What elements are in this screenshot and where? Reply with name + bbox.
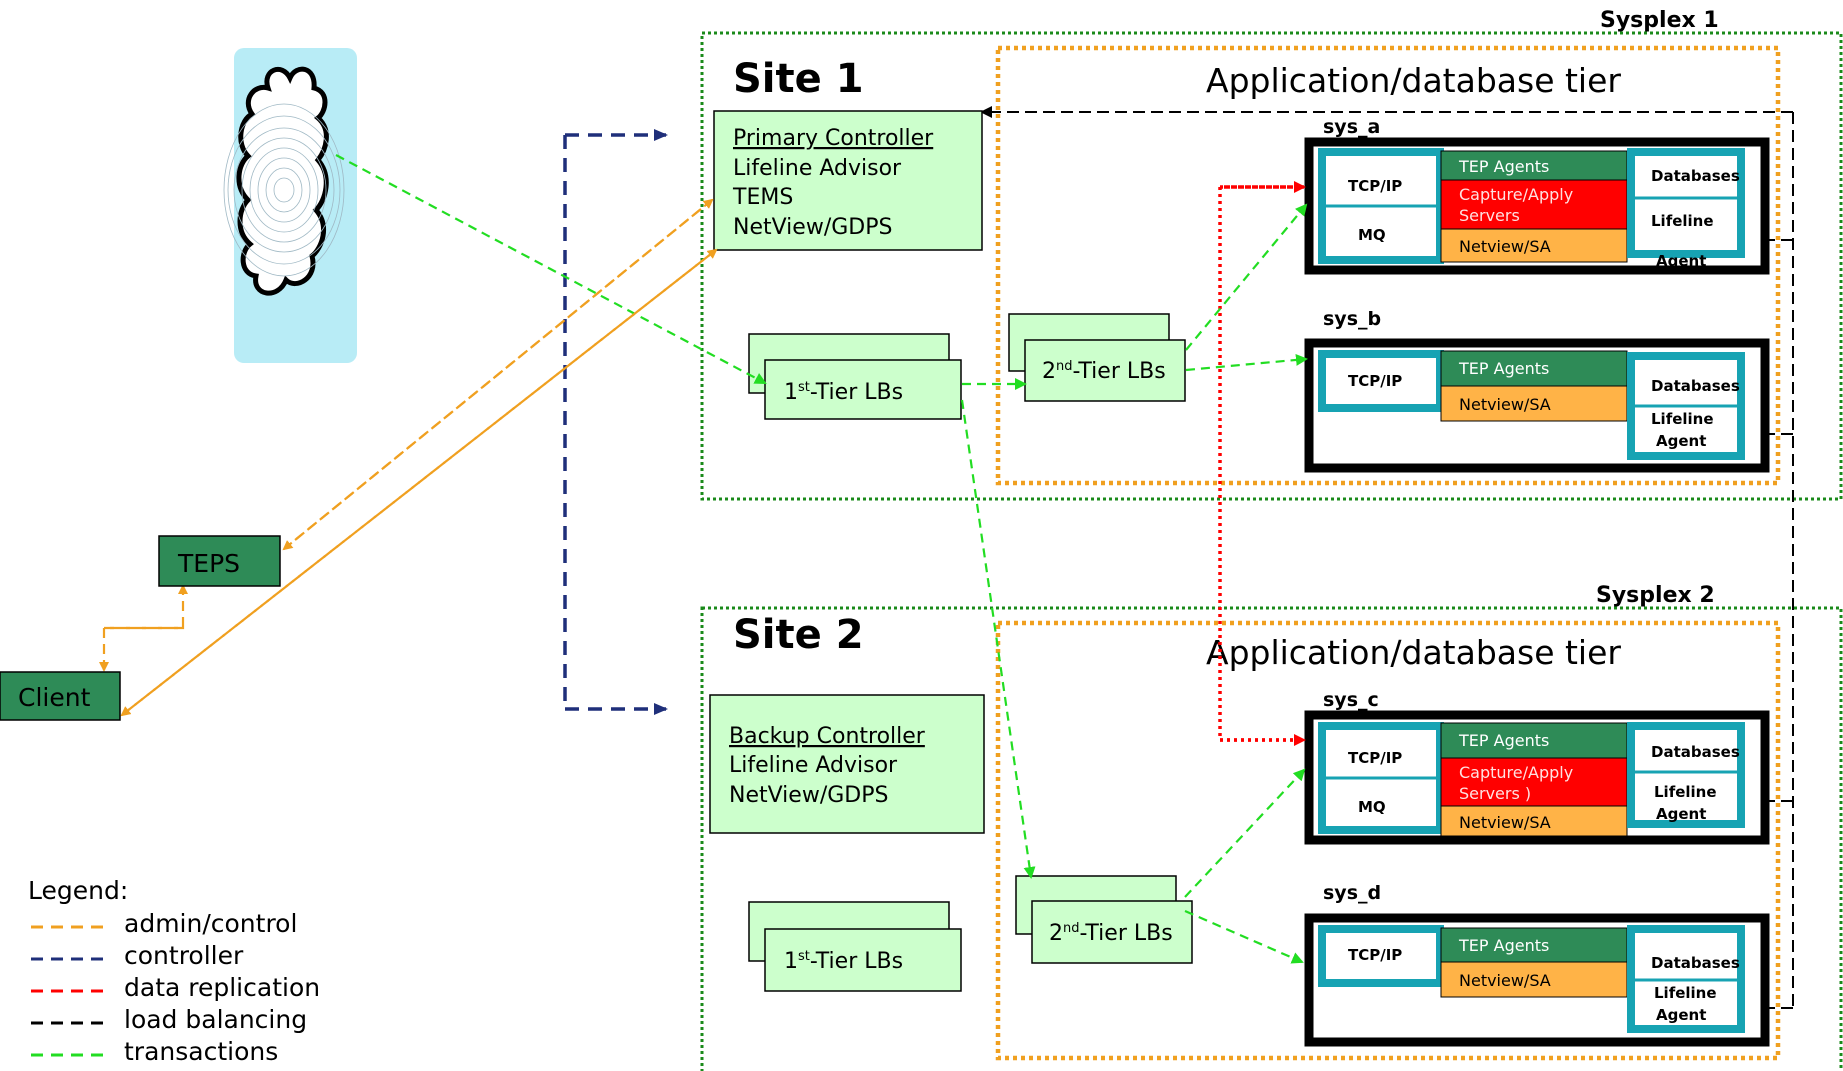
netview-sa-label: Netview/SA <box>1459 971 1551 990</box>
primary-controller-line: TEMS <box>732 185 793 210</box>
mq-label: MQ <box>1358 798 1386 816</box>
primary-controller-title: Primary Controller <box>733 126 934 151</box>
lifeline-agent-label: Lifeline <box>1654 783 1717 801</box>
legend: Legend: admin/control controller data re… <box>28 876 320 1066</box>
lifeline-agent-label: Agent <box>1656 1006 1706 1024</box>
tep-agents-label: TEP Agents <box>1458 359 1549 378</box>
tep-agents-label: TEP Agents <box>1458 936 1549 955</box>
backup-controller-line: NetView/GDPS <box>729 783 888 808</box>
app-tier-1-title: Application/database tier <box>1206 61 1621 100</box>
tep-agents-label: TEP Agents <box>1458 157 1549 176</box>
internet-cloud-icon <box>223 48 357 363</box>
system-sys-a: sys_a TCP/IP MQ TEP Agents Capture/Apply… <box>1304 116 1770 275</box>
netview-sa-label: Netview/SA <box>1459 237 1551 256</box>
netview-sa-label: Netview/SA <box>1459 395 1551 414</box>
tier2-lb-box-site2 <box>1031 900 1193 964</box>
primary-controller-line: Lifeline Advisor <box>733 156 902 181</box>
tier2-lb-label-site1: 2nd-Tier LBs <box>1042 359 1166 384</box>
teps-label: TEPS <box>177 549 240 578</box>
legend-label: load balancing <box>124 1005 307 1034</box>
system-sys-d: sys_d TCP/IP TEP Agents Netview/SA Datab… <box>1304 882 1770 1047</box>
tcpip-label: TCP/IP <box>1348 177 1402 195</box>
load-balancing-lines <box>980 106 1794 1014</box>
sysplex-1-label: Sysplex 1 <box>1600 8 1719 33</box>
admin-control-lines <box>99 198 718 717</box>
mq-label: MQ <box>1358 226 1386 244</box>
app-tier-2-title: Application/database tier <box>1206 633 1621 672</box>
site-2-title: Site 2 <box>733 612 864 658</box>
legend-label: data replication <box>124 973 320 1002</box>
sysplex-2-label: Sysplex 2 <box>1596 583 1715 608</box>
lifeline-agent-label: Lifeline <box>1651 212 1714 230</box>
databases-label: Databases <box>1651 954 1740 972</box>
tier1-lb-box-site1 <box>764 359 962 420</box>
databases-label: Databases <box>1651 167 1740 185</box>
lifeline-agent-label: Agent <box>1656 805 1706 823</box>
backup-controller-box <box>709 694 985 834</box>
tier2-lb-label-site2: 2nd-Tier LBs <box>1049 921 1173 946</box>
netview-sa-label: Netview/SA <box>1459 813 1551 832</box>
system-label: sys_b <box>1323 308 1381 330</box>
legend-label: controller <box>124 941 244 970</box>
lifeline-agent-label: Lifeline <box>1654 984 1717 1002</box>
transaction-lines <box>335 154 1308 964</box>
tcpip-label: TCP/IP <box>1348 372 1402 390</box>
client-label: Client <box>18 683 91 712</box>
sysplex-1-boundary <box>700 31 1843 501</box>
system-label: sys_d <box>1323 882 1381 904</box>
site-1-title: Site 1 <box>733 56 864 102</box>
legend-label: admin/control <box>124 909 297 938</box>
legend-title: Legend: <box>28 876 128 905</box>
tep-agents-label: TEP Agents <box>1458 731 1549 750</box>
primary-controller-box <box>713 110 983 251</box>
capture-apply-label: Capture/Apply <box>1459 763 1573 782</box>
databases-label: Databases <box>1651 743 1740 761</box>
tier1-lb-label-site1: 1st-Tier LBs <box>784 380 903 405</box>
system-label: sys_c <box>1323 689 1379 711</box>
tier1-lb-label-site2: 1st-Tier LBs <box>784 949 903 974</box>
capture-apply-label: Capture/Apply <box>1459 185 1573 204</box>
lifeline-agent-label: Agent <box>1656 432 1706 450</box>
legend-label: transactions <box>124 1037 278 1066</box>
teps-box <box>158 535 281 587</box>
sysplex-2-boundary <box>700 606 1843 1071</box>
system-sys-b: sys_b TCP/IP TEP Agents Netview/SA Datab… <box>1304 308 1770 473</box>
tcpip-label: TCP/IP <box>1348 749 1402 767</box>
system-sys-c: sys_c TCP/IP MQ TEP Agents Capture/Apply… <box>1304 689 1770 845</box>
lifeline-agent-label: Lifeline <box>1651 410 1714 428</box>
lifeline-agent-label: Agent <box>1656 252 1706 270</box>
client-box <box>0 671 121 721</box>
primary-controller-line: NetView/GDPS <box>733 215 892 240</box>
tier2-lb-box-site1 <box>1024 339 1186 402</box>
data-replication-lines <box>1218 181 1306 746</box>
controller-lines <box>563 129 668 715</box>
capture-apply-label: Servers <box>1459 206 1520 225</box>
backup-controller-line: Lifeline Advisor <box>729 753 898 778</box>
tier1-lb-box-site2 <box>764 928 962 992</box>
system-label: sys_a <box>1323 116 1380 138</box>
capture-apply-label: Servers ) <box>1459 784 1531 803</box>
databases-label: Databases <box>1651 377 1740 395</box>
tcpip-label: TCP/IP <box>1348 946 1402 964</box>
backup-controller-title: Backup Controller <box>729 724 926 749</box>
